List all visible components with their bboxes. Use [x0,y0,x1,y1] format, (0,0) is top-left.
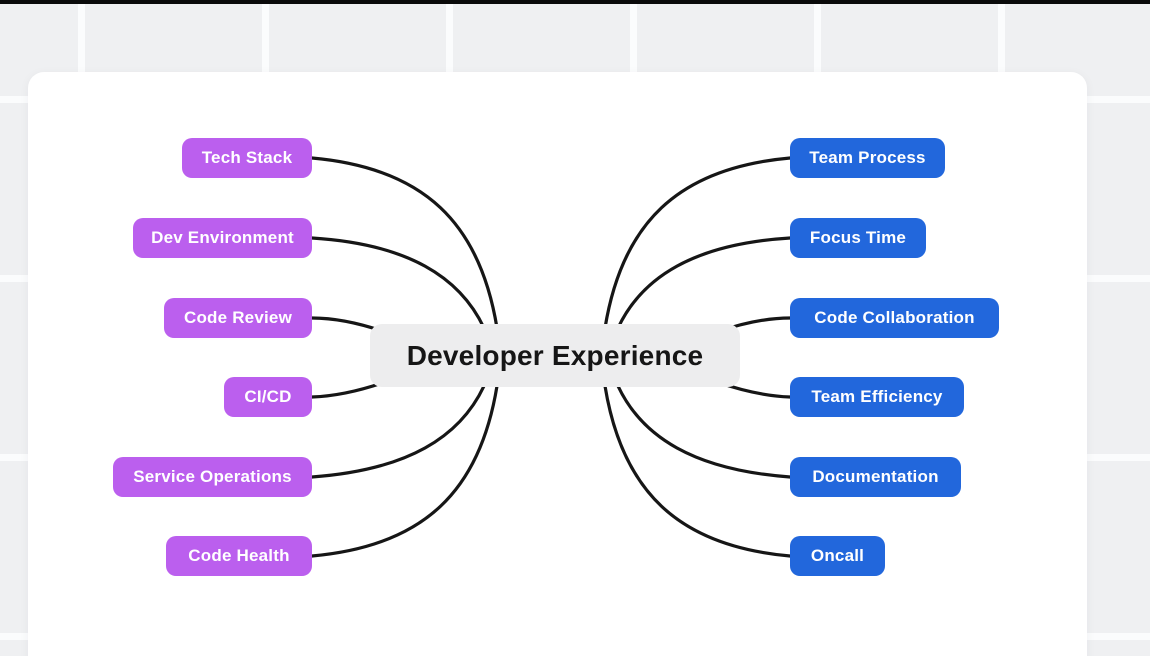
node-label: CI/CD [244,387,292,406]
mindmap-node-code-review[interactable]: Code Review [164,298,312,338]
mindmap-node-code-collaboration[interactable]: Code Collaboration [790,298,999,338]
node-label: Team Process [809,148,926,167]
node-label: Code Review [183,308,292,327]
node-label: Focus Time [809,228,907,247]
top-edge-bar [0,0,1150,4]
node-label: Code Collaboration [814,308,975,327]
mindmap-node-team-efficiency[interactable]: Team Efficiency [790,377,964,417]
center-node-label: Developer Experience [406,339,704,371]
mindmap-node-code-health[interactable]: Code Health [166,536,312,576]
node-label: Service Operations [133,467,292,486]
node-label: Team Efficiency [811,387,943,406]
mindmap-node-tech-stack[interactable]: Tech Stack [182,138,312,178]
node-label: Documentation [812,467,939,486]
mindmap-center-node[interactable]: Developer Experience [370,324,740,387]
mindmap-node-service-operations[interactable]: Service Operations [113,457,312,497]
node-label: Dev Environment [151,228,294,247]
mindmap-node-focus-time[interactable]: Focus Time [790,218,926,258]
mindmap-node-documentation[interactable]: Documentation [790,457,961,497]
mindmap-node-oncall[interactable]: Oncall [790,536,885,576]
mindmap-node-team-process[interactable]: Team Process [790,138,945,178]
mindmap-node-dev-environment[interactable]: Dev Environment [133,218,312,258]
node-label: Code Health [188,546,290,565]
node-label: Tech Stack [201,148,293,167]
mindmap-node-ci-cd[interactable]: CI/CD [224,377,312,417]
node-label: Oncall [810,546,865,565]
